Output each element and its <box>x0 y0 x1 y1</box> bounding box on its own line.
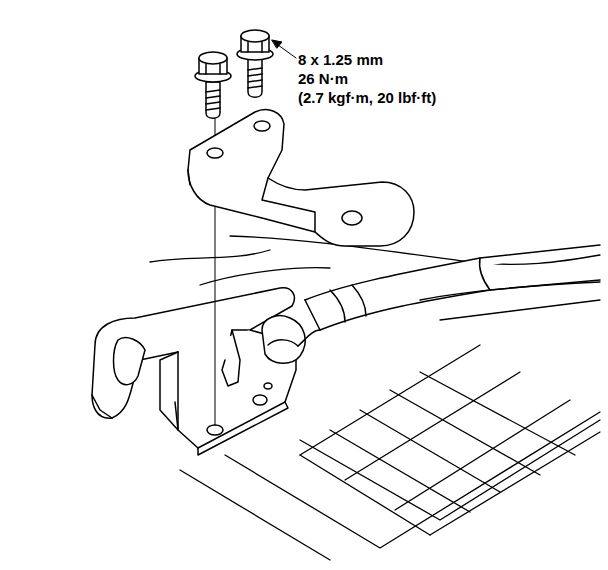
flange-bolt <box>195 52 231 118</box>
leader-line <box>272 40 296 58</box>
ball-joint <box>262 316 320 364</box>
upper-bracket <box>188 110 414 246</box>
hose <box>305 245 600 330</box>
flange-bolt <box>237 30 273 97</box>
torque-spec: (2.7 kgf·m, 20 lbf·ft) <box>298 89 436 107</box>
torque-spec: 26 N·m <box>298 70 348 88</box>
lower-bracket <box>92 288 296 455</box>
torque-spec: 8 x 1.25 mm <box>298 51 383 69</box>
